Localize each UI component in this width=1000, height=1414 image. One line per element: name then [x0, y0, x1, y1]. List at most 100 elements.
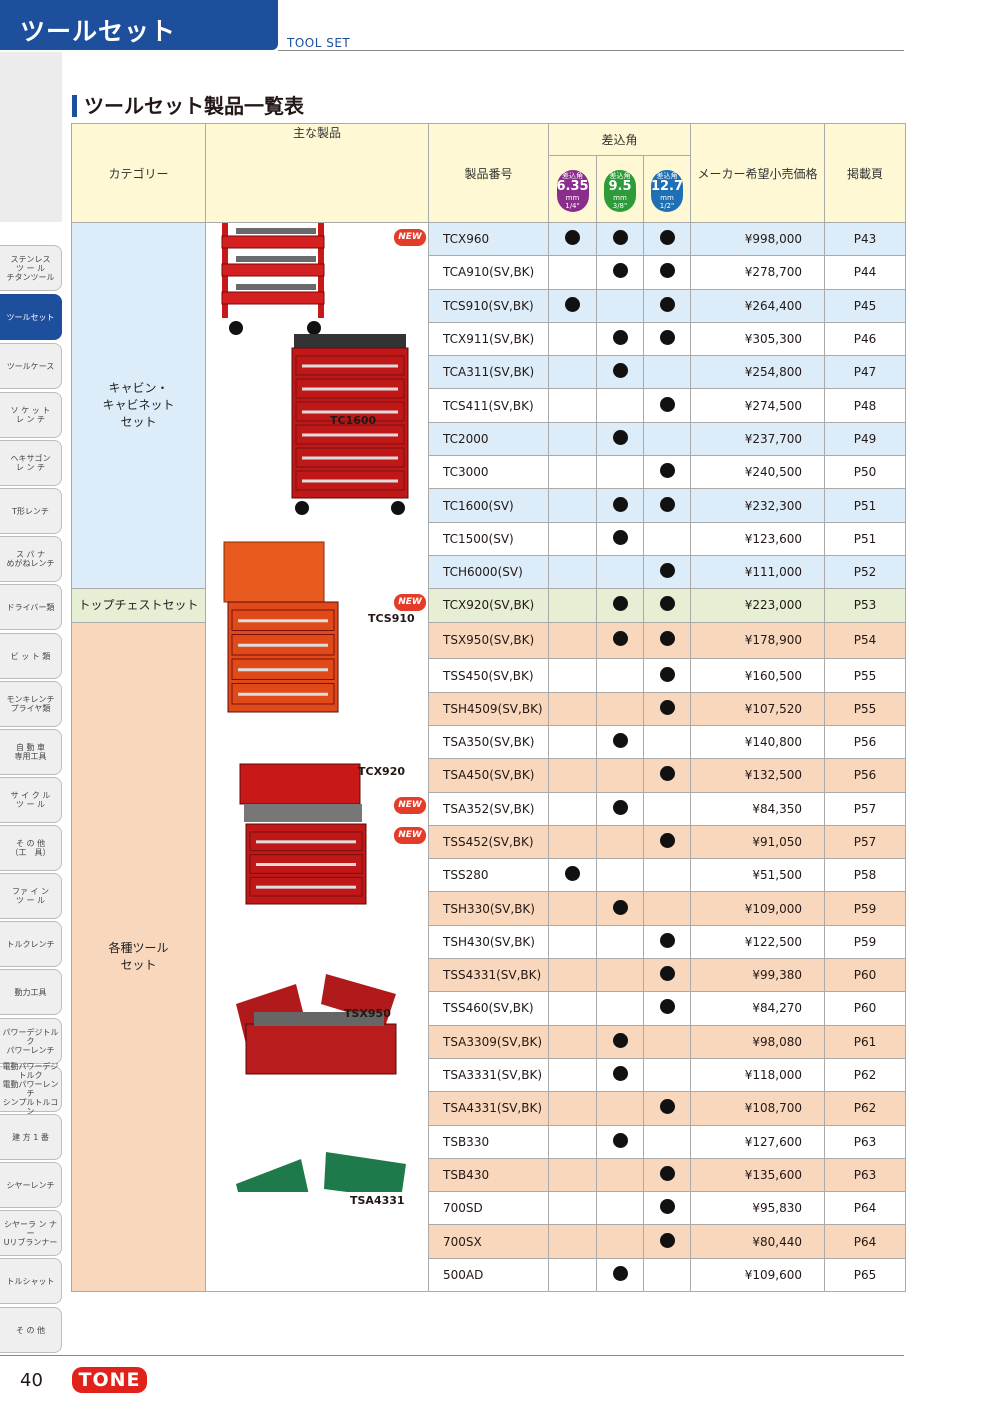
drive-cell — [548, 1191, 597, 1226]
header-subtitle: TOOL SET — [287, 36, 351, 50]
new-badge: NEW — [394, 797, 426, 814]
sidebar-tab-20[interactable]: シヤーラ ン ナ ー Uリブランナー — [0, 1210, 62, 1256]
sidebar-tab-17[interactable]: 電動パワーデジトルク 電動パワーレンチ シンプルトルコン — [0, 1062, 62, 1116]
price-cell: ¥118,000 — [690, 1057, 825, 1093]
drive-cell — [548, 824, 597, 860]
price-cell: ¥178,900 — [690, 621, 825, 660]
drive-cell — [643, 891, 691, 926]
price-cell: ¥99,380 — [690, 958, 825, 993]
sidebar-tab-21[interactable]: トルシャット — [0, 1258, 62, 1304]
availability-dot — [659, 932, 675, 948]
drive-cell — [596, 758, 644, 793]
availability-dot — [659, 330, 675, 346]
sidebar-tab-2[interactable]: ツールケース — [0, 343, 62, 389]
sidebar-tab-12[interactable]: そ の 他 （工 具） — [0, 825, 62, 871]
sidebar-tab-3[interactable]: ソ ケ ッ ト レ ン チ — [0, 392, 62, 438]
drive-cell — [548, 1091, 597, 1126]
price-cell: ¥132,500 — [690, 758, 825, 793]
sidebar-tab-0[interactable]: ステンレス ツ ー ル チタンツール — [0, 245, 62, 291]
drive-cell — [643, 255, 691, 290]
drive-badge-unit: mm — [565, 193, 580, 202]
drive-cell — [548, 1124, 597, 1159]
page-ref-cell: P47 — [824, 355, 906, 390]
page-ref-cell: P64 — [824, 1191, 906, 1226]
page-number: 40 — [20, 1370, 43, 1391]
sidebar-tab-10[interactable]: 自 動 車 専用工具 — [0, 729, 62, 775]
sidebar-tab-14[interactable]: トルクレンチ — [0, 921, 62, 967]
page-ref-cell: P62 — [824, 1057, 906, 1093]
availability-dot — [659, 631, 675, 647]
sidebar-tab-6[interactable]: ス パ ナ めがねレンチ — [0, 536, 62, 582]
sidebar-tab-18[interactable]: 建 方 1 番 — [0, 1114, 62, 1160]
availability-dot — [659, 263, 675, 279]
drive-cell — [596, 621, 644, 660]
sidebar-top-strip — [0, 52, 62, 222]
sidebar-tab-22[interactable]: そ の 他 — [0, 1307, 62, 1353]
sidebar-tab-15[interactable]: 動力工具 — [0, 969, 62, 1015]
page-ref-cell: P44 — [824, 255, 906, 290]
sidebar-tab-9[interactable]: モンキレンチ プライヤ類 — [0, 681, 62, 727]
page-ref-cell: P56 — [824, 724, 906, 760]
product-image-label: TSX950 — [344, 1007, 391, 1020]
price-cell: ¥160,500 — [690, 658, 825, 693]
price-cell: ¥80,440 — [690, 1224, 825, 1259]
drive-cell — [643, 288, 691, 323]
drive-cell — [548, 355, 597, 390]
drive-cell — [596, 1024, 644, 1059]
drive-cell — [548, 724, 597, 760]
price-cell: ¥305,300 — [690, 321, 825, 357]
drive-cell — [596, 791, 644, 826]
drive-cell — [643, 388, 691, 423]
drive-cell — [643, 1091, 691, 1126]
sidebar-tab-19[interactable]: シヤーレンチ — [0, 1162, 62, 1208]
drive-cell — [643, 824, 691, 860]
page-ref-cell: P54 — [824, 621, 906, 660]
availability-dot — [659, 666, 675, 682]
sidebar-tab-4[interactable]: ヘキサゴン レ ン チ — [0, 440, 62, 486]
model-cell: TCA311(SV,BK) — [428, 355, 549, 390]
availability-dot — [612, 1265, 628, 1281]
drive-cell — [548, 255, 597, 290]
drive-cell — [548, 1057, 597, 1093]
tone-logo: TONE — [72, 1367, 147, 1393]
sidebar-tab-8[interactable]: ビ ッ ト 類 — [0, 633, 62, 679]
sidebar-tab-11[interactable]: サ イ ク ル ツ ー ル — [0, 777, 62, 823]
drive-cell — [596, 724, 644, 760]
drive-cell — [596, 1257, 644, 1293]
availability-dot — [659, 1165, 675, 1181]
sidebar-tab-7[interactable]: ドライバー類 — [0, 584, 62, 630]
model-cell: 700SX — [428, 1224, 549, 1259]
sidebar-tab-13[interactable]: ファ イ ン ツ ー ル — [0, 873, 62, 919]
drive-cell — [596, 554, 644, 590]
drive-cell — [548, 221, 597, 257]
header-bar: ツールセット — [0, 0, 278, 50]
page-ref-cell: P52 — [824, 554, 906, 590]
sidebar-tab-5[interactable]: T形レンチ — [0, 488, 62, 534]
availability-dot — [659, 496, 675, 512]
model-cell: TCX920(SV,BK) — [428, 588, 549, 623]
sidebar-tab-1[interactable]: ツールセット — [0, 294, 62, 340]
drive-cell — [548, 321, 597, 357]
drive-cell — [596, 288, 644, 323]
page-ref-cell: P63 — [824, 1157, 906, 1193]
drive-badge-mm: 9.5 — [608, 178, 632, 194]
page-ref-cell: P60 — [824, 958, 906, 993]
availability-dot — [612, 230, 628, 246]
availability-dot — [612, 1132, 628, 1148]
model-cell: TSS450(SV,BK) — [428, 658, 549, 693]
drive-cell — [548, 421, 597, 457]
drive-cell — [643, 621, 691, 660]
drive-cell — [548, 455, 597, 490]
drive-cell — [548, 991, 597, 1026]
sidebar-tab-16[interactable]: パワーデジトルク パワーレンチ — [0, 1018, 62, 1064]
model-cell: TSB430 — [428, 1157, 549, 1193]
page-ref-cell: P65 — [824, 1257, 906, 1293]
